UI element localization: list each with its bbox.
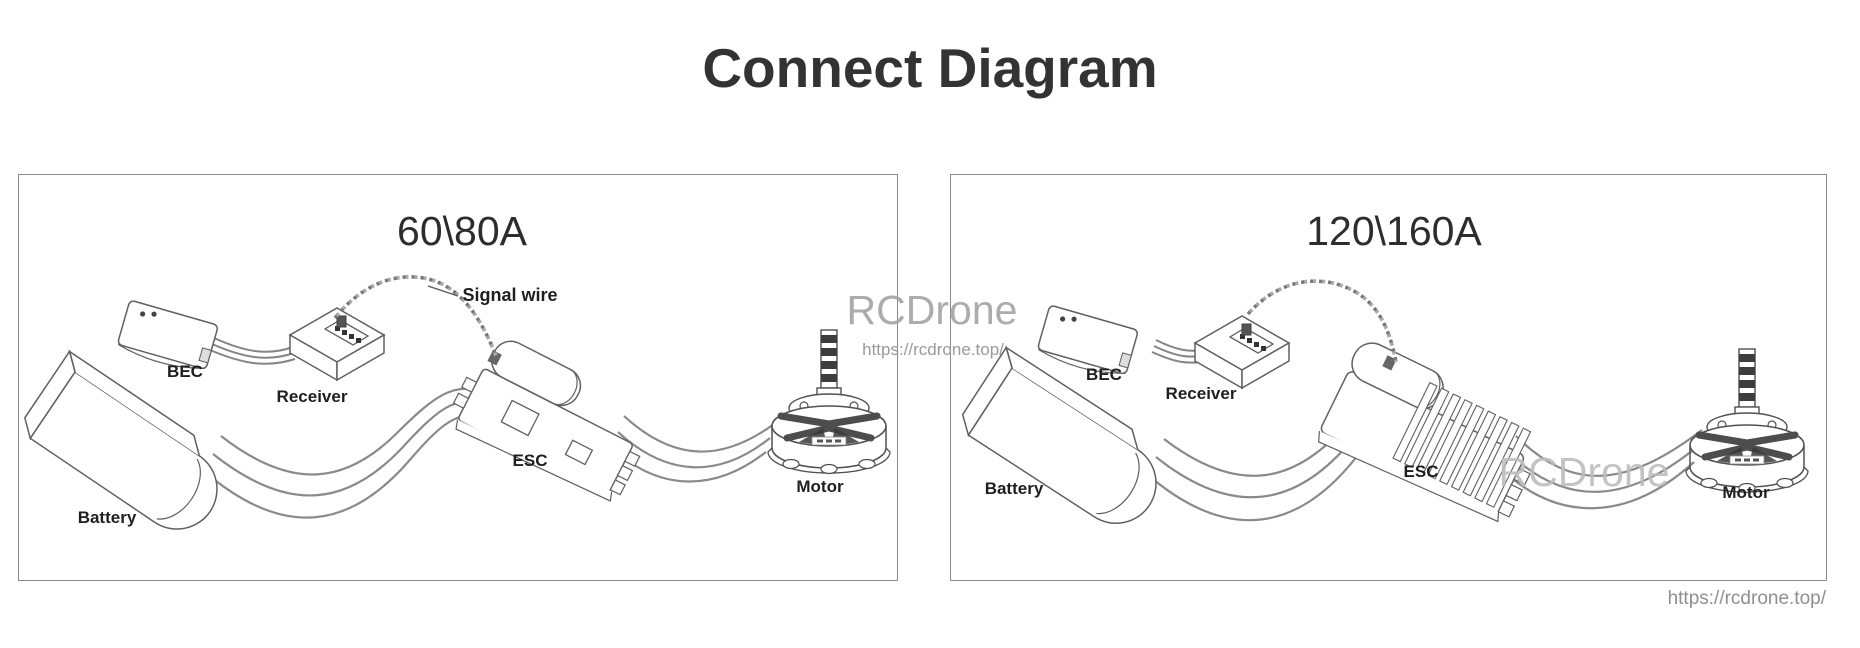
watermark-url-left: https://rcdrone.top/ <box>862 340 1004 359</box>
signal-wire-drawing-right <box>1246 279 1398 363</box>
label-receiver-left: Receiver <box>276 387 348 406</box>
signal-wire-leader-line <box>427 285 459 297</box>
esc-heatsink-fins <box>1392 381 1532 508</box>
bec-cable-left <box>209 337 296 365</box>
battery-wires-left <box>204 387 481 519</box>
label-esc-right: ESC <box>1403 462 1439 481</box>
receiver-drawing-right <box>1194 315 1290 389</box>
label-battery-right: Battery <box>984 479 1044 498</box>
page-title: Connect Diagram <box>702 37 1158 99</box>
label-receiver-right: Receiver <box>1165 384 1237 403</box>
receiver-drawing-left <box>289 307 385 381</box>
motor-drawing-right <box>1686 349 1808 493</box>
signal-wire-drawing-left <box>333 275 498 357</box>
footer-url: https://rcdrone.top/ <box>1667 588 1826 609</box>
watermark-brand-right: RCDrone <box>1498 449 1670 495</box>
label-motor-right: Motor <box>1722 483 1770 502</box>
label-bec-left: BEC <box>167 362 203 381</box>
watermark-brand-left: RCDrone <box>846 287 1018 333</box>
battery-drawing-right <box>954 346 1180 540</box>
label-motor-left: Motor <box>796 477 844 496</box>
esc-drawing-left <box>452 340 641 502</box>
label-bec-right: BEC <box>1086 365 1122 384</box>
motor-wires-right <box>1499 429 1703 510</box>
motor-wires-left <box>611 415 775 483</box>
panel-title-120-160a: 120\160A <box>1306 208 1482 254</box>
label-signal-wire: Signal wire <box>462 285 558 305</box>
esc-drawing-right <box>1318 342 1532 523</box>
label-battery-left: Battery <box>77 508 137 527</box>
label-esc-left: ESC <box>512 451 548 470</box>
panel-title-60-80a: 60\80A <box>397 208 527 254</box>
